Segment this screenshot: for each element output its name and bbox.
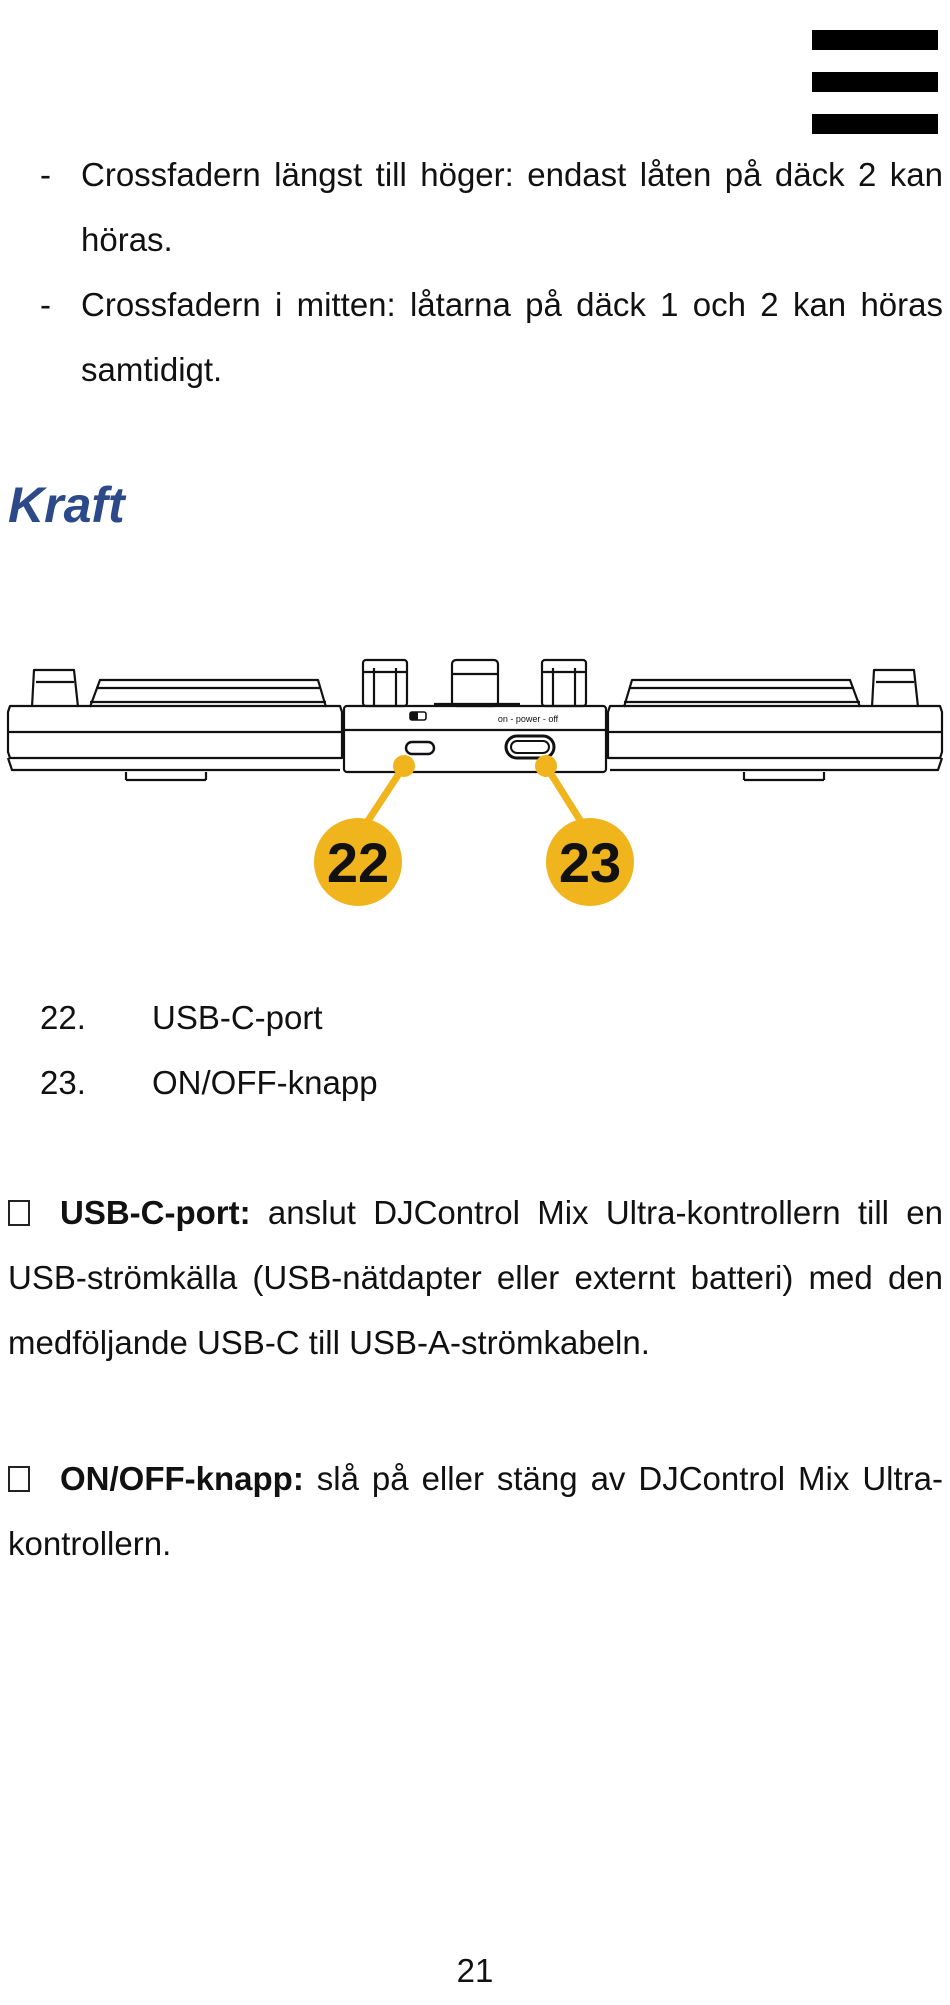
menu-icon[interactable] xyxy=(812,30,938,136)
on-off-description: ON/OFF-knapp: slå på eller stäng av DJCo… xyxy=(8,1460,943,1562)
usb-c-description: USB-C-port: anslut DJControl Mix Ultra-k… xyxy=(8,1194,943,1361)
svg-text:23: 23 xyxy=(559,831,621,894)
legend-list: 22.USB-C-port 23.ON/OFF-knapp xyxy=(40,985,740,1115)
bullet-icon xyxy=(8,1200,30,1226)
controller-rear-illustration: on - power - off 22 23 xyxy=(0,640,950,920)
page-number: 21 xyxy=(456,1952,494,1989)
power-switch xyxy=(504,734,556,760)
crossfader-list: -Crossfadern längst till höger: endast l… xyxy=(40,142,943,402)
list-item: 23.ON/OFF-knapp xyxy=(40,1064,378,1101)
list-item: 22.USB-C-port xyxy=(40,999,323,1036)
callout-22: 22 xyxy=(314,818,402,906)
list-item: -Crossfadern i mitten: låtarna på däck 1… xyxy=(40,286,943,388)
svg-text:22: 22 xyxy=(327,831,389,894)
callout-23: 23 xyxy=(546,818,634,906)
bullet-icon xyxy=(8,1466,30,1492)
section-title: Kraft xyxy=(8,477,125,533)
list-item: -Crossfadern längst till höger: endast l… xyxy=(40,156,943,258)
usb-c-port xyxy=(404,740,436,756)
power-switch-label: on - power - off xyxy=(498,714,559,724)
